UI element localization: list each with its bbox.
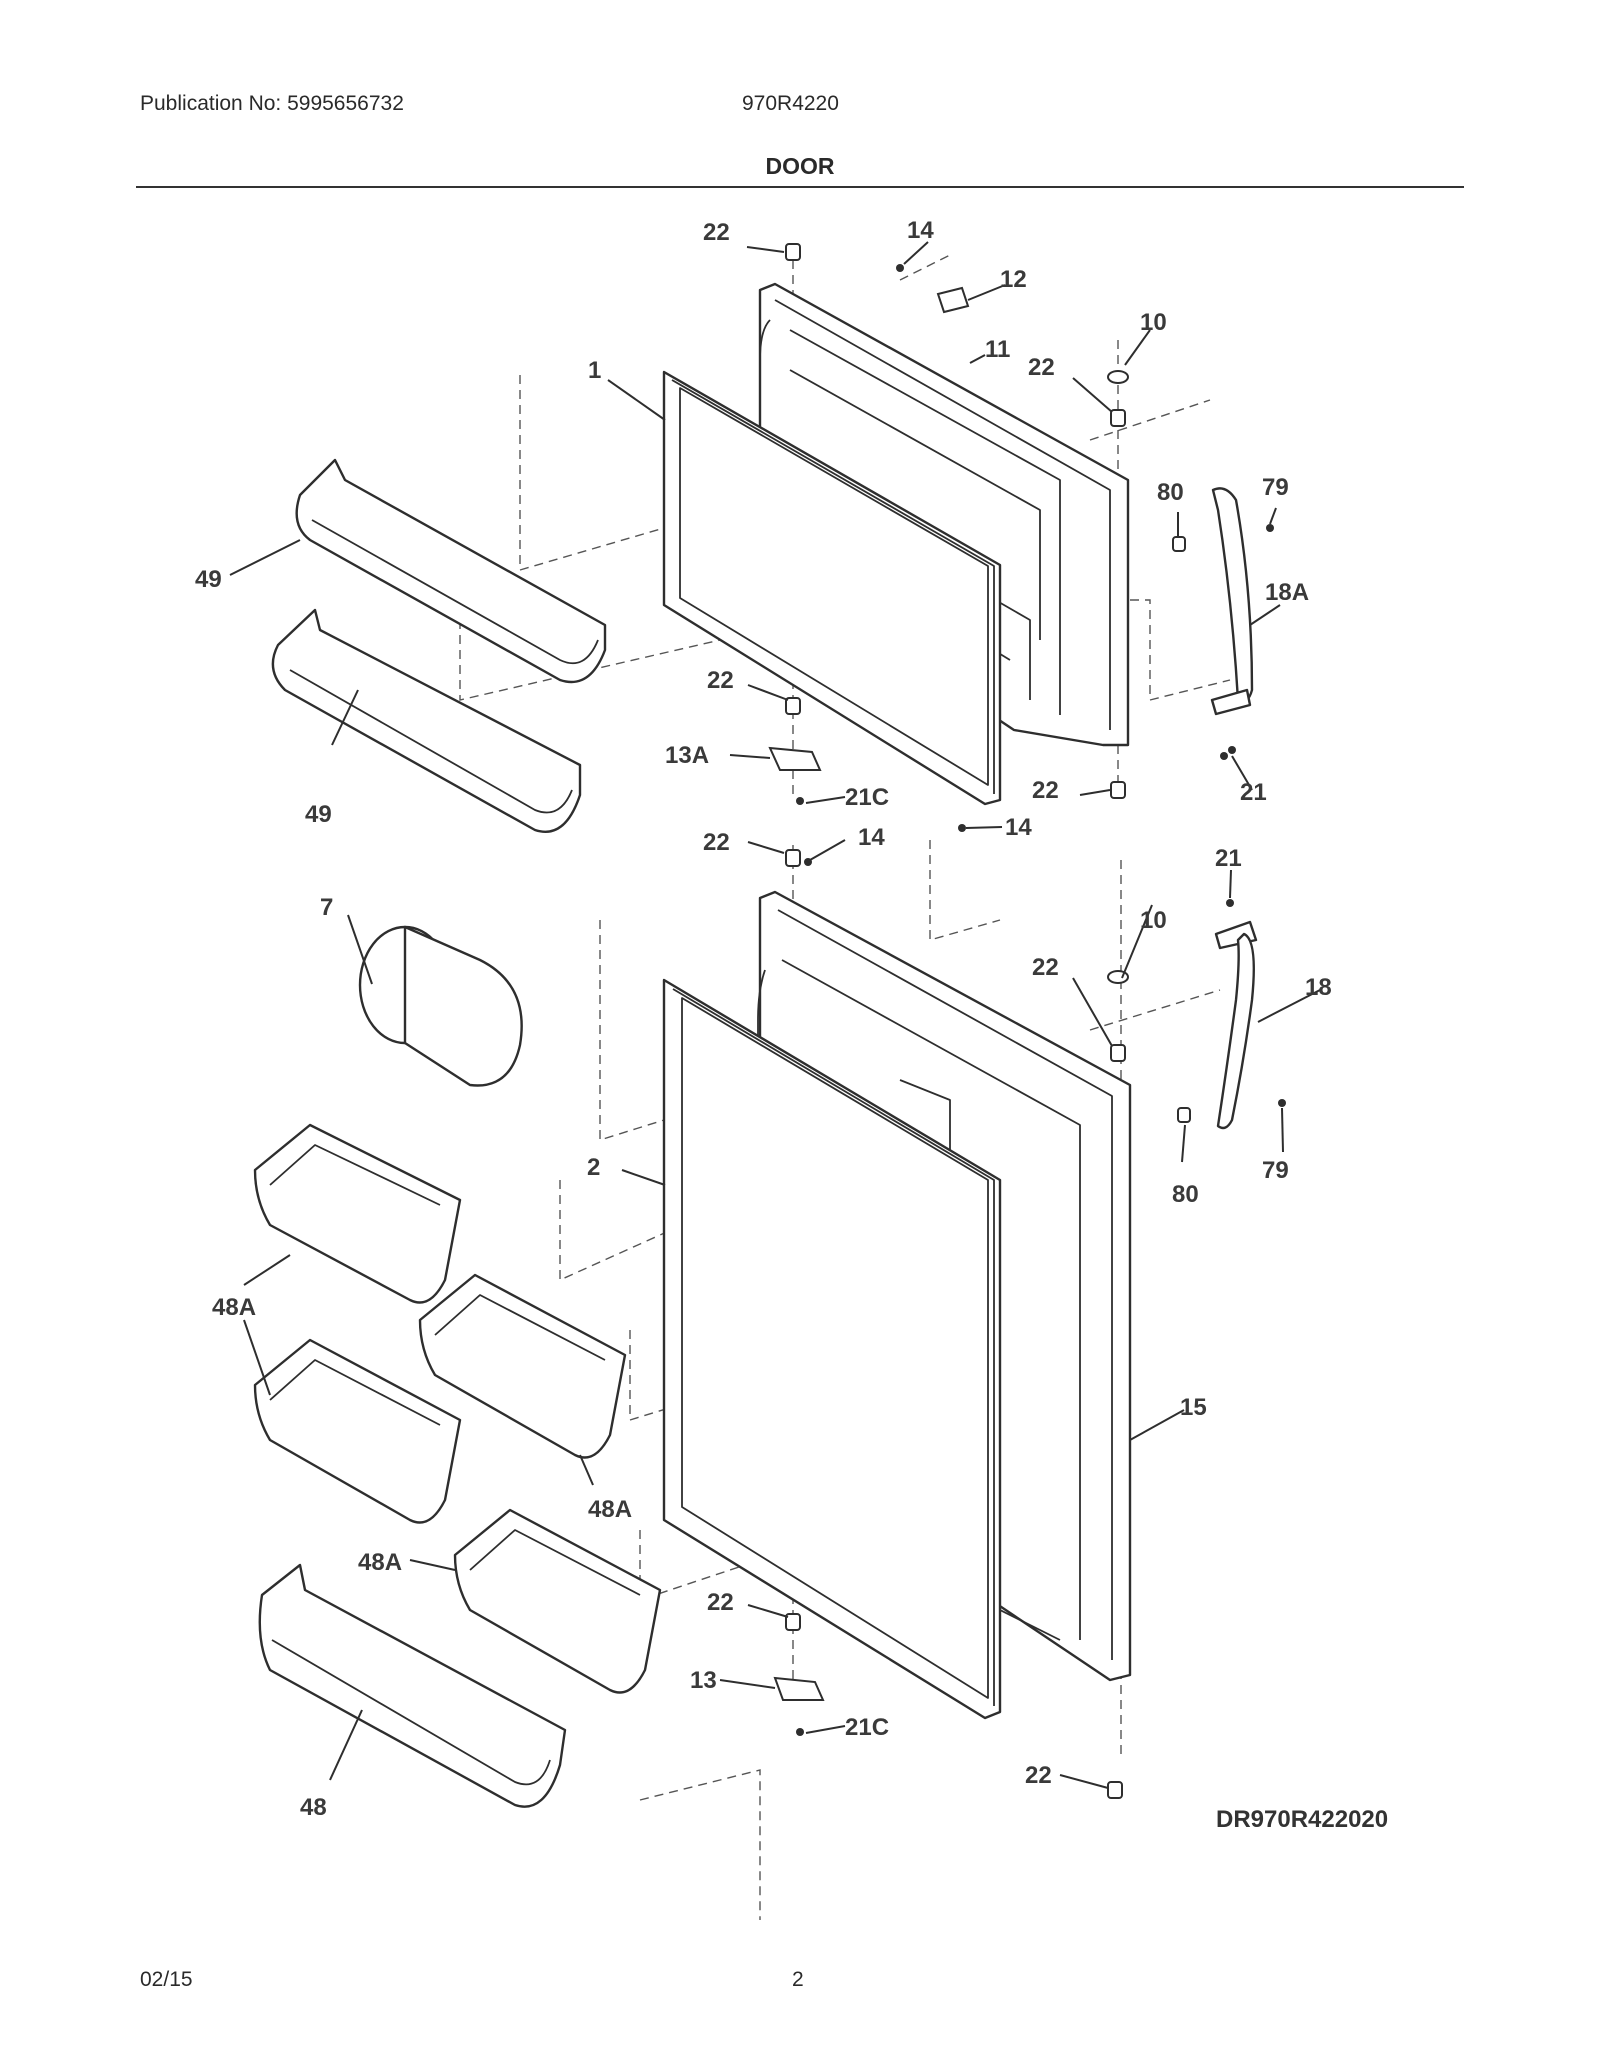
page-number: 2 [792, 1968, 804, 1991]
model-number: 970R4220 [742, 92, 839, 115]
fresh-food-handle [1214, 920, 1258, 1130]
freezer-handle [1210, 487, 1254, 716]
callout-10: 10 [1140, 309, 1167, 336]
freezer-door-gasket [662, 370, 1002, 806]
callout-79: 79 [1262, 474, 1289, 501]
header-divider [136, 186, 1464, 188]
callout-1: 1 [588, 357, 601, 384]
callout-79: 79 [1262, 1157, 1289, 1184]
callout-13A: 13A [665, 742, 709, 769]
callout-80: 80 [1157, 479, 1184, 506]
callout-2: 2 [587, 1154, 600, 1181]
upper-shelf-bar-top [295, 458, 607, 684]
lower-door-bar [258, 1563, 567, 1808]
callout-11: 11 [985, 336, 1010, 363]
callout-48: 48 [300, 1794, 327, 1821]
callout-49: 49 [195, 566, 222, 593]
drawing-number: DR970R422020 [1216, 1806, 1389, 1833]
callout-21C: 21C [845, 784, 889, 811]
callout-labels: 22 14 12 10 11 22 1 80 79 18A 49 22 13A … [195, 217, 1332, 1821]
callout-10: 10 [1140, 907, 1167, 934]
callout-14: 14 [858, 824, 885, 851]
dairy-compartment [358, 925, 523, 1087]
callout-22: 22 [703, 829, 730, 856]
callout-22: 22 [1028, 354, 1055, 381]
callout-21C: 21C [845, 1714, 889, 1741]
callout-48A: 48A [212, 1294, 256, 1321]
page-title: DOOR [765, 153, 835, 179]
callout-48A: 48A [358, 1549, 402, 1576]
hardware-parts [768, 243, 1286, 1799]
callout-18: 18 [1305, 974, 1332, 1001]
callout-22: 22 [707, 667, 734, 694]
callout-48A: 48A [588, 1496, 632, 1523]
door-bin-4 [453, 1508, 662, 1694]
callout-21: 21 [1240, 779, 1267, 806]
callout-13: 13 [690, 1667, 717, 1694]
upper-shelf-bar-bottom [271, 608, 582, 833]
callout-7: 7 [320, 894, 333, 921]
callout-21: 21 [1215, 845, 1242, 872]
callout-12: 12 [1000, 266, 1027, 293]
footer-date: 02/15 [140, 1968, 193, 1991]
callout-22: 22 [1032, 777, 1059, 804]
callout-15: 15 [1180, 1394, 1207, 1421]
door-bin-2 [253, 1338, 462, 1524]
callout-14: 14 [1005, 814, 1032, 841]
callout-22: 22 [703, 219, 730, 246]
publication-number: Publication No: 5995656732 [140, 92, 404, 115]
leader-lines [229, 241, 1321, 1789]
callout-14: 14 [907, 217, 934, 244]
callout-18A: 18A [1265, 579, 1309, 606]
callout-22: 22 [1032, 954, 1059, 981]
door-bin-1 [253, 1123, 462, 1304]
fresh-food-door-gasket [662, 978, 1002, 1720]
callout-22: 22 [707, 1589, 734, 1616]
callout-49: 49 [305, 801, 332, 828]
door-bin-3 [418, 1273, 627, 1459]
callout-80: 80 [1172, 1181, 1199, 1208]
callout-22: 22 [1025, 1762, 1052, 1789]
